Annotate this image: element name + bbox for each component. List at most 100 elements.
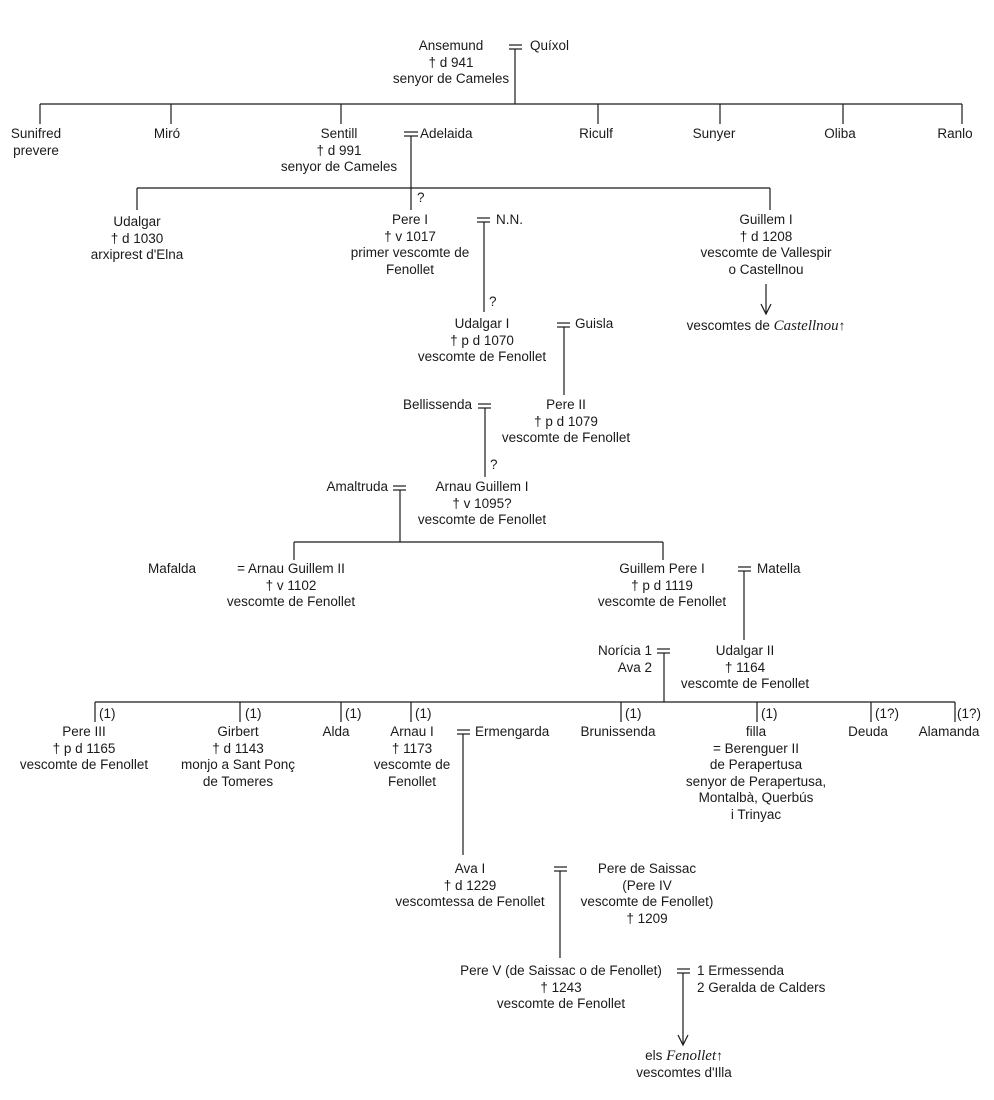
person-line: vescomte de Fenollet) xyxy=(580,894,714,909)
person-line: Bellissenda xyxy=(402,397,472,412)
person-line: = Berenguer II xyxy=(713,740,799,756)
person-line: Sentill xyxy=(320,126,358,141)
person-line: vescomte de Fenollet xyxy=(496,996,626,1011)
person-line: de Tomeres xyxy=(202,773,274,789)
person-line: Fenollet xyxy=(385,261,435,277)
person-line: i Trinyac xyxy=(730,806,782,822)
person-line: Montalbà, Querbús xyxy=(698,790,814,805)
person-brunissenda: Brunissenda xyxy=(580,724,655,741)
marriage-mark: (1) xyxy=(345,706,362,721)
person-line: Ranlo xyxy=(937,126,973,141)
person-deuda: Deuda xyxy=(848,724,888,741)
person-miro: Miró xyxy=(154,126,180,143)
person-line: Guisla xyxy=(575,316,614,331)
person-line: vescomte de Vallespir xyxy=(700,245,832,260)
lineage-name: Fenollet xyxy=(666,1048,717,1064)
person-ranlo: Ranlo xyxy=(937,126,972,143)
person-line: arxiprest d'Elna xyxy=(90,247,184,262)
person-line: senyor de Perapertusa, xyxy=(685,773,827,789)
up-arrow-icon: ↑ xyxy=(838,318,846,333)
person-amaltruda: Amaltruda xyxy=(326,479,388,496)
person-line: Udalgar II xyxy=(715,643,775,658)
person-line: Pere I xyxy=(391,212,429,227)
person-ermengarda: Ermengarda xyxy=(475,724,549,741)
person-line: vescomtessa de Fenollet xyxy=(395,894,545,909)
person-line: vescomte de xyxy=(373,757,451,772)
lineage-title: vescomtes d'Illa xyxy=(636,1064,732,1080)
marriage-mark: (1?) xyxy=(875,706,900,721)
person-line: Alamanda xyxy=(918,724,980,739)
person-line: Pere II xyxy=(546,397,586,412)
person-line: † d 1030 xyxy=(110,230,164,246)
person-line: Pere de Saissac xyxy=(597,861,697,876)
person-line: Guillem Pere I xyxy=(619,561,705,576)
person-line: Mafalda xyxy=(148,561,197,576)
up-arrow-icon: ↑ xyxy=(716,1048,723,1063)
uncertain-mark: ? xyxy=(490,457,498,472)
person-line: Sunyer xyxy=(692,126,736,141)
person-line: senyor de Cameles xyxy=(280,159,398,174)
lineage-castellnou: vescomtes de Castellnou↑ xyxy=(687,318,846,335)
person-line: vescomte de Fenollet xyxy=(680,676,810,691)
person-mafalda: Mafalda xyxy=(148,561,196,578)
person-line: o Castellnou xyxy=(728,261,804,277)
lineage-prefix: els xyxy=(645,1048,663,1063)
person-line: † v 1017 xyxy=(384,228,436,244)
person-line: † p d 1079 xyxy=(534,413,598,429)
person-line: † d 1143 xyxy=(212,740,264,756)
person-line: (Pere IV xyxy=(622,877,672,893)
person-line: Deuda xyxy=(848,724,888,739)
person-riculf: Riculf xyxy=(579,126,613,143)
person-line: † d 941 xyxy=(428,54,474,70)
person-line: 1 Ermessenda xyxy=(697,963,785,978)
person-line: prevere xyxy=(13,142,59,158)
person-line: † p d 1165 xyxy=(52,740,116,756)
marriage-mark: (1) xyxy=(415,706,432,721)
person-line: Alda xyxy=(322,724,350,739)
person-line: † d 1208 xyxy=(739,228,793,244)
person-line: Matella xyxy=(757,561,801,576)
person-line: vescomte de Fenollet xyxy=(19,757,149,772)
person-line: filla xyxy=(745,724,767,739)
person-line: vescomte de Fenollet xyxy=(501,430,631,445)
person-oliba: Oliba xyxy=(824,126,856,143)
person-line: Ava 2 xyxy=(617,659,652,675)
uncertain-mark: ? xyxy=(489,294,497,309)
person-line: Brunissenda xyxy=(580,724,656,739)
uncertain-mark: ? xyxy=(417,190,425,205)
lineage-prefix: vescomtes de xyxy=(686,318,770,333)
person-line: Udalgar xyxy=(113,214,161,229)
person-line: Adelaida xyxy=(420,126,473,141)
person-quixol: Quíxol xyxy=(530,38,569,55)
person-line: † 1209 xyxy=(626,910,668,926)
descent-lines xyxy=(39,49,963,1047)
person-line: Sunifred xyxy=(10,126,62,141)
person-line: † d 1229 xyxy=(443,877,497,893)
lineage-fenollet: els Fenollet↑ vescomtes d'Illa xyxy=(636,1048,732,1081)
marriage-mark: (1?) xyxy=(957,706,982,721)
person-line: vescomte de Fenollet xyxy=(417,512,547,527)
person-arnau-guillem-i: Arnau Guillem I† v 1095?vescomte de Feno… xyxy=(418,479,546,529)
person-matella: Matella xyxy=(757,561,801,578)
person-guisla: Guisla xyxy=(575,316,613,333)
person-line: Riculf xyxy=(579,126,613,141)
person-line: vescomte de Fenollet xyxy=(597,594,727,609)
person-line: Udalgar I xyxy=(454,316,510,331)
person-line: Girbert xyxy=(217,724,259,739)
person-line: Arnau I xyxy=(390,724,434,739)
